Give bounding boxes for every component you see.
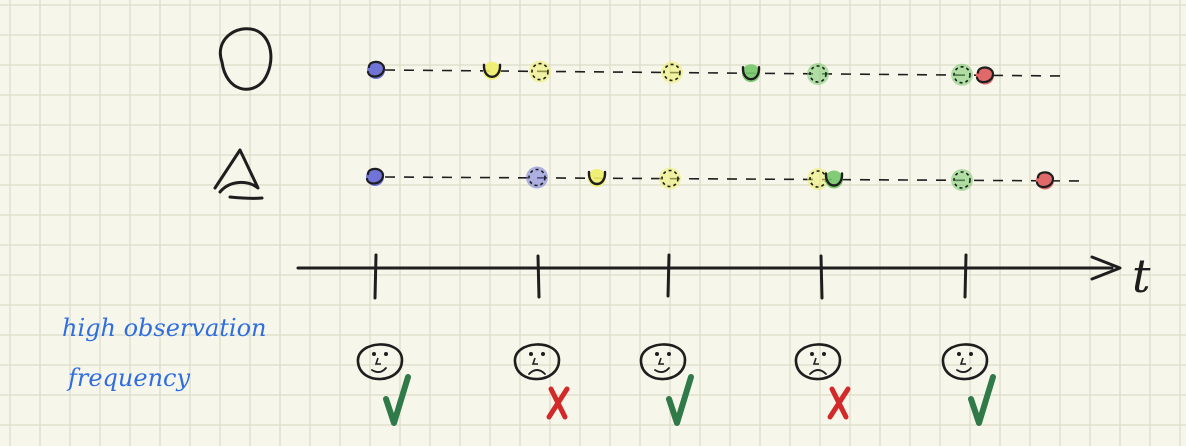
happy-face-icon [639,343,687,381]
row-2-trajectory [384,176,1083,182]
state-point [661,61,683,84]
state-point [975,66,995,85]
check-icon [968,374,996,426]
observation-results [356,343,996,426]
time-axis [296,255,1122,281]
cross-icon [827,386,851,420]
state-point [482,61,502,80]
state-point [366,60,386,79]
state-point [824,170,844,189]
circle-icon [218,27,273,91]
state-point [807,63,829,85]
state-point [526,166,548,189]
state-point [529,60,551,83]
happy-face-icon [356,343,404,381]
state-point [587,169,607,187]
sad-face-icon [794,343,842,381]
axis-tick [963,253,968,299]
axis-tick [819,254,824,300]
check-icon [666,374,694,426]
state-point [659,167,681,190]
note-line-2: frequency [66,364,190,392]
state-point [365,167,385,186]
state-points [365,60,1055,191]
cross-icon [546,386,570,420]
time-axis-label: t [1132,249,1151,303]
axis-tick [666,253,671,298]
axis-ticks [373,253,968,300]
state-point [951,63,973,86]
observation-frequency-note: high observation frequency [62,314,266,392]
sad-face-icon [513,343,561,381]
happy-face-icon [941,343,989,381]
state-point [741,64,761,83]
axis-tick [373,253,378,300]
note-line-1: high observation [62,314,266,342]
triangle-icon [213,148,264,200]
state-point [951,169,973,191]
state-point [1035,171,1055,190]
axis-tick [536,254,541,299]
check-icon [383,374,411,426]
